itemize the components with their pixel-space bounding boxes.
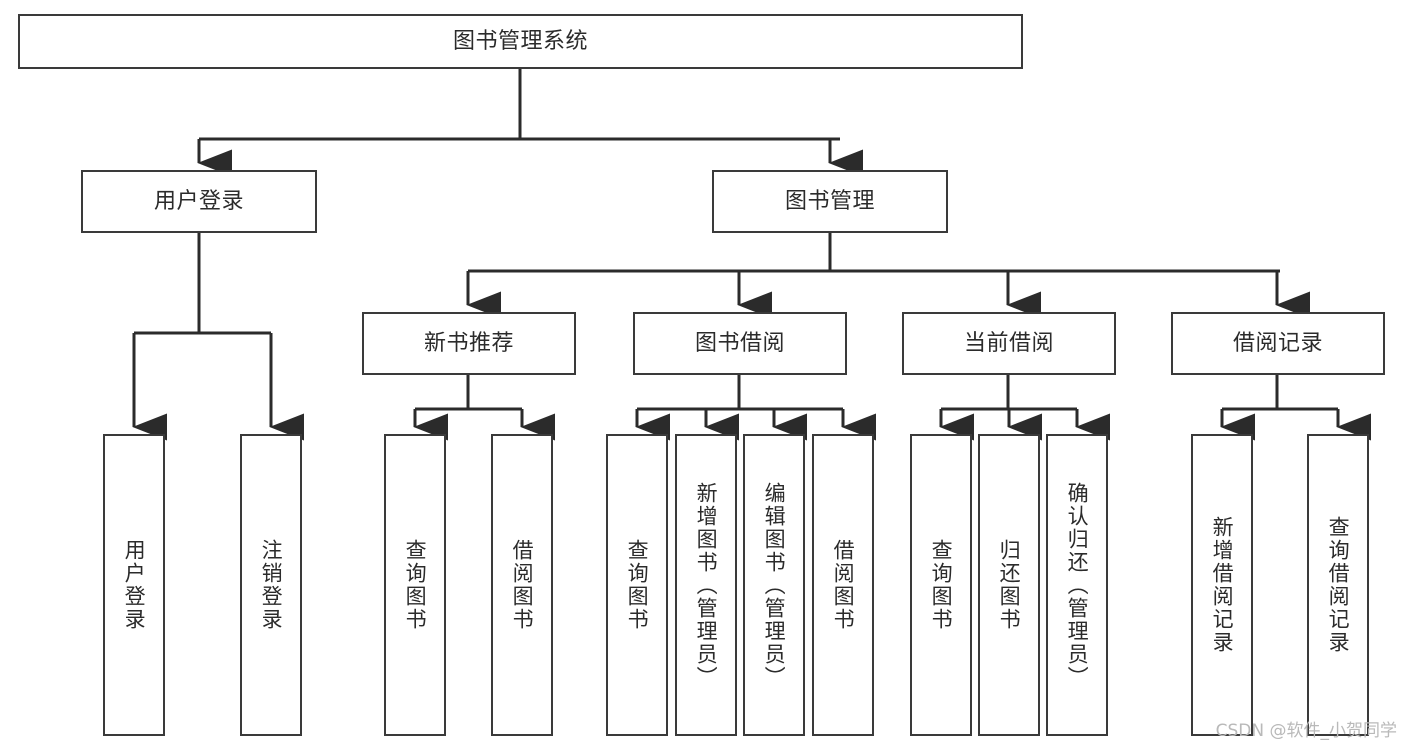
node-label: 图书管理 [784, 188, 875, 214]
node-root-system[interactable]: 图书管理系统 [18, 14, 1023, 69]
node-user-login[interactable]: 用户登录 [81, 170, 317, 233]
watermark-text: CSDN @软件_小贺同学 [1215, 721, 1397, 741]
node-label: 借阅图书 [510, 539, 534, 631]
leaf-query-books-borrow[interactable]: 查询图书 [606, 434, 668, 736]
node-current-borrowing[interactable]: 当前借阅 [902, 312, 1116, 375]
leaf-user-login[interactable]: 用户登录 [103, 434, 165, 736]
leaf-borrow-books[interactable]: 借阅图书 [812, 434, 874, 736]
leaf-borrow-books-recommend[interactable]: 借阅图书 [491, 434, 553, 736]
node-label: 用户登录 [153, 188, 244, 214]
leaf-return-books[interactable]: 归还图书 [978, 434, 1040, 736]
node-label: 新书推荐 [423, 330, 514, 356]
node-borrow-records[interactable]: 借阅记录 [1171, 312, 1385, 375]
leaf-query-books-recommend[interactable]: 查询图书 [384, 434, 446, 736]
node-label: 借阅记录 [1232, 330, 1323, 356]
node-label: 借阅图书 [831, 539, 855, 631]
node-label: 查询图书 [625, 539, 649, 631]
node-label: 新增图书（管理员） [694, 481, 718, 689]
node-label: 编辑图书（管理员） [762, 481, 786, 689]
node-label: 注销登录 [259, 539, 283, 631]
node-label: 归还图书 [997, 539, 1021, 631]
node-label: 用户登录 [122, 539, 146, 631]
leaf-confirm-return-admin[interactable]: 确认归还（管理员） [1046, 434, 1108, 736]
leaf-query-books-current[interactable]: 查询图书 [910, 434, 972, 736]
node-new-book-recommendation[interactable]: 新书推荐 [362, 312, 576, 375]
node-label: 图书管理系统 [452, 28, 588, 54]
leaf-add-book-admin[interactable]: 新增图书（管理员） [675, 434, 737, 736]
leaf-logout[interactable]: 注销登录 [240, 434, 302, 736]
leaf-query-borrow-record[interactable]: 查询借阅记录 [1307, 434, 1369, 736]
node-label: 查询图书 [929, 539, 953, 631]
node-book-management[interactable]: 图书管理 [712, 170, 948, 233]
node-label: 当前借阅 [963, 330, 1054, 356]
node-label: 图书借阅 [694, 330, 785, 356]
leaf-add-borrow-record[interactable]: 新增借阅记录 [1191, 434, 1253, 736]
node-label: 查询借阅记录 [1326, 516, 1350, 654]
leaf-edit-book-admin[interactable]: 编辑图书（管理员） [743, 434, 805, 736]
node-label: 新增借阅记录 [1210, 516, 1234, 654]
node-label: 确认归还（管理员） [1065, 481, 1089, 689]
node-book-borrowing[interactable]: 图书借阅 [633, 312, 847, 375]
node-label: 查询图书 [403, 539, 427, 631]
